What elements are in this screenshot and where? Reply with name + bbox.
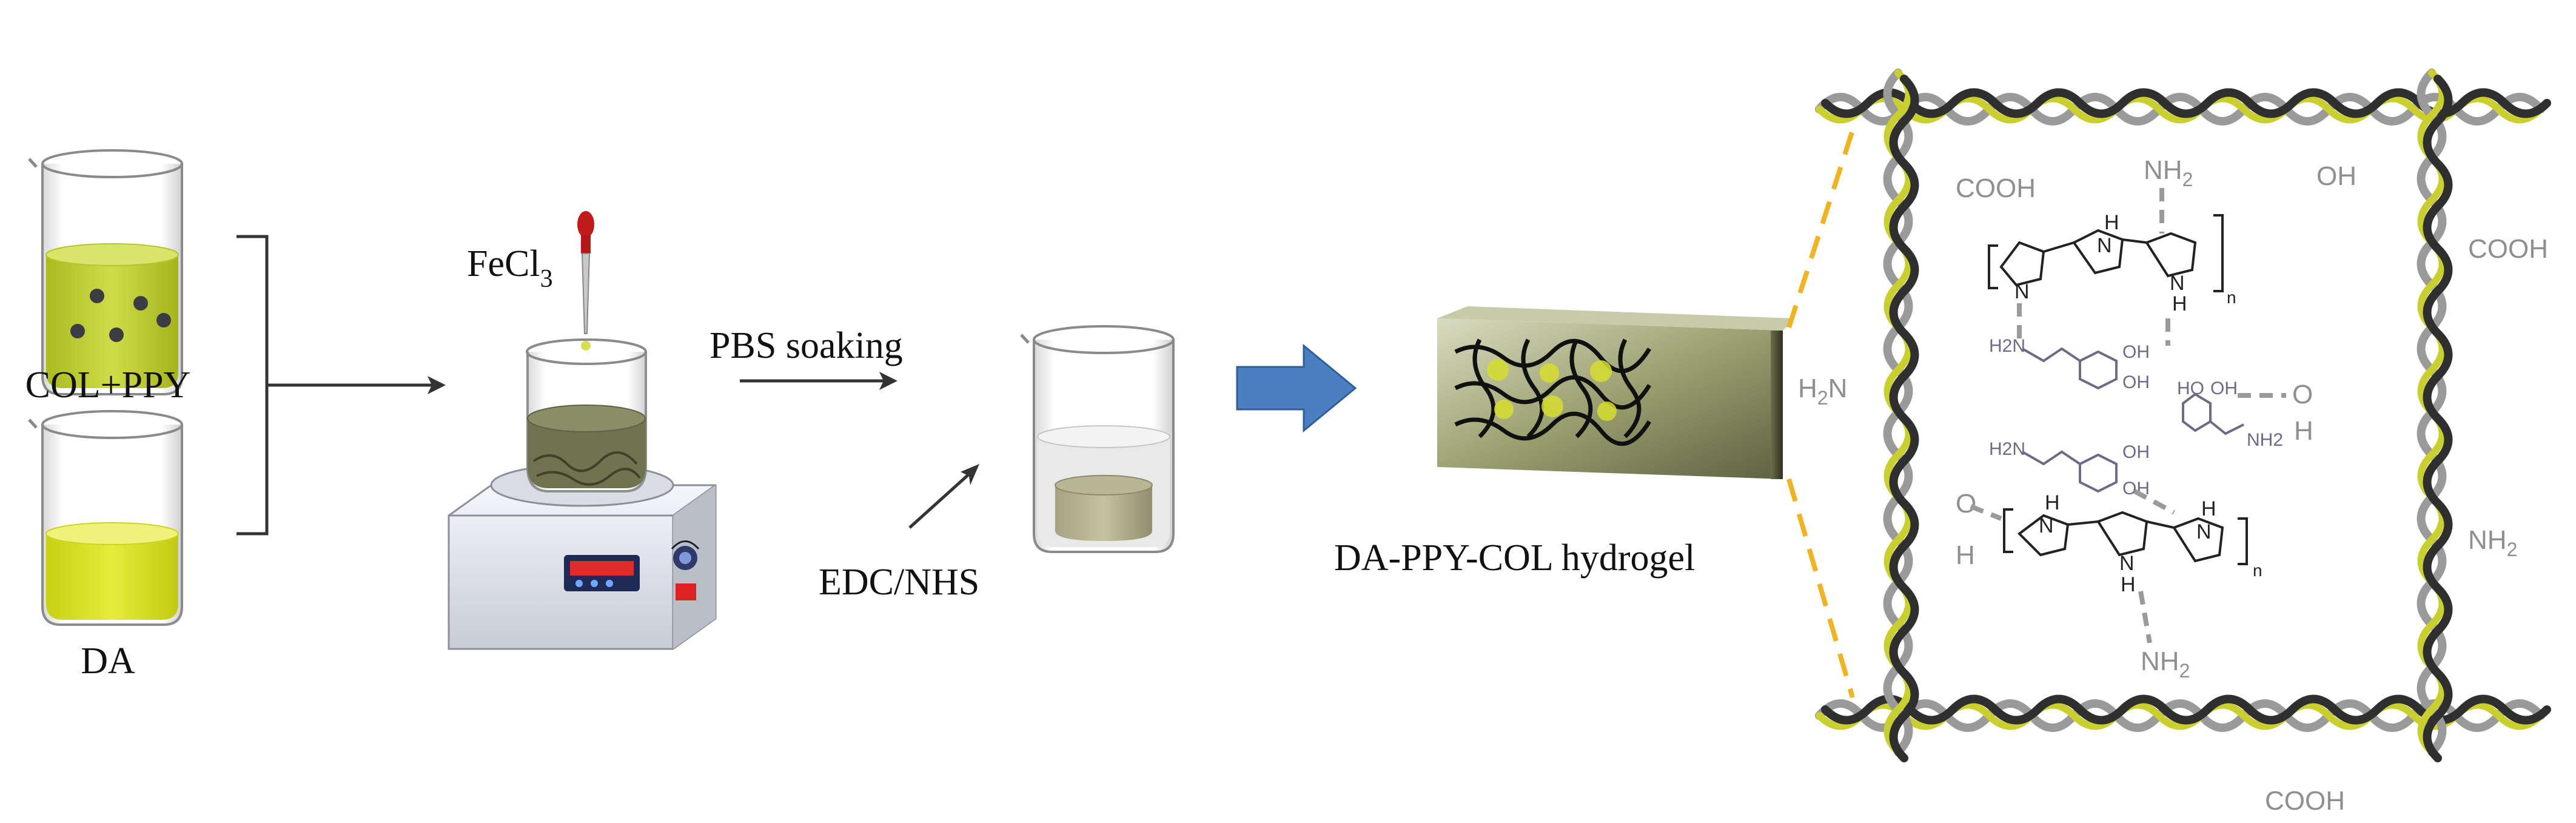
- svg-text:n: n: [2253, 561, 2262, 580]
- ppy-chain-bottom-labels: H N N H H N n: [2039, 491, 2262, 596]
- svg-text:NH2: NH2: [2247, 430, 2283, 450]
- svg-text:H2N: H2N: [1989, 336, 2025, 356]
- beaker-soaked: [1020, 325, 1175, 553]
- beaker-da-label: DA: [81, 640, 135, 682]
- nh2-top: NH2: [2144, 155, 2193, 190]
- beaker-da: [28, 410, 183, 626]
- svg-text:N: N: [2039, 514, 2054, 537]
- svg-text:H: H: [2172, 292, 2187, 315]
- merge-bracket: [236, 235, 303, 536]
- stirrer-beaker: FeCl3: [448, 211, 717, 650]
- cooh-top-left: COOH: [1956, 173, 2036, 203]
- svg-text:H: H: [2121, 573, 2136, 596]
- nh2-right: NH2: [2468, 525, 2517, 560]
- hydrogel-network: [1454, 338, 1651, 446]
- h2n-left: H2N: [1798, 374, 1847, 409]
- fecl3-label: FeCl3: [467, 243, 553, 293]
- svg-text:OH: OH: [2122, 442, 2150, 462]
- hydrogel-label: DA-PPY-COL hydrogel: [1334, 537, 1695, 579]
- functional-groups: COOH NH2 OH COOH H2N O H O H NH2 NH2 COO…: [1798, 155, 2548, 816]
- dopamine-labels: H2N OH OH HO OH NH2 H2N OH OH: [1989, 336, 2283, 499]
- svg-text:n: n: [2227, 288, 2236, 307]
- svg-text:N: N: [2196, 520, 2212, 543]
- hydrogen-bonds: [1970, 188, 2286, 643]
- collagen-frame: [1815, 69, 2551, 762]
- cooh-bottom: COOH: [2265, 786, 2345, 816]
- svg-text:OH: OH: [2210, 378, 2238, 398]
- beaker-col-ppy-label: COL+PPY: [25, 364, 191, 406]
- edc-nhs-arrow: [908, 464, 979, 529]
- svg-text:N: N: [2014, 280, 2030, 303]
- svg-text:H2N: H2N: [1989, 439, 2025, 459]
- o-left: O: [1956, 489, 1976, 519]
- h-right: H: [2294, 416, 2313, 446]
- ppy-chain-top: [1988, 214, 2224, 292]
- cooh-right: COOH: [2468, 234, 2548, 264]
- dopamine-molecules: [2022, 347, 2244, 493]
- svg-text:HO: HO: [2177, 378, 2204, 398]
- power-switch: [676, 583, 696, 600]
- hydrogel-block: [1437, 306, 1795, 479]
- ppy-chain-bottom: [2003, 508, 2248, 565]
- pbs-arrow: [740, 372, 897, 390]
- oh-top-right: OH: [2316, 161, 2356, 191]
- ppy-particles: [70, 289, 171, 342]
- svg-text:H: H: [2104, 211, 2119, 234]
- svg-text:OH: OH: [2122, 342, 2150, 362]
- svg-text:H: H: [2045, 491, 2060, 514]
- svg-text:OH: OH: [2122, 372, 2150, 392]
- beaker-col-ppy: [28, 149, 183, 395]
- svg-text:N: N: [2097, 234, 2112, 257]
- pbs-soaking-label: PBS soaking: [709, 325, 903, 366]
- product-arrow: [1236, 343, 1357, 433]
- svg-text:H: H: [2201, 497, 2216, 520]
- dropper-icon: [577, 211, 594, 351]
- h-left: H: [1956, 540, 1975, 570]
- svg-text:N: N: [2170, 272, 2185, 295]
- svg-text:N: N: [2119, 552, 2135, 575]
- o-right: O: [2292, 380, 2313, 409]
- zoom-lines: [1786, 129, 1855, 699]
- ppy-chain-top-labels: N H N N H n: [2014, 211, 2236, 315]
- nh2-bottom: NH2: [2141, 647, 2190, 682]
- edc-nhs-label: EDC/NHS: [819, 562, 979, 603]
- merge-arrow: [303, 376, 446, 394]
